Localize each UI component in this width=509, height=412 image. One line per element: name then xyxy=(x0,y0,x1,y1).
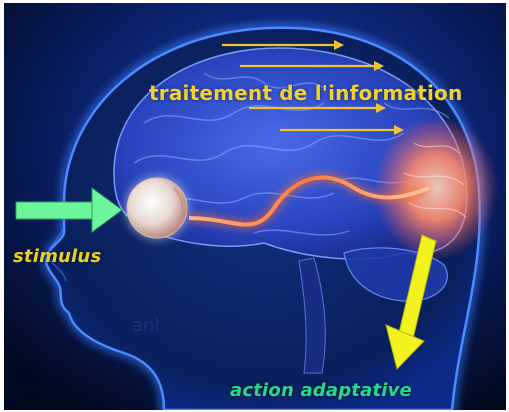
processing-label: traitement de l'information xyxy=(149,81,462,105)
stimulus-label: stimulus xyxy=(13,246,101,267)
brain-illustration: anl traitement de l'information stimulus… xyxy=(4,3,506,410)
brain-scene: anl xyxy=(4,3,506,410)
svg-text:anl: anl xyxy=(132,315,159,336)
visual-cortex-glow xyxy=(374,116,498,260)
action-label: action adaptative xyxy=(230,380,412,401)
